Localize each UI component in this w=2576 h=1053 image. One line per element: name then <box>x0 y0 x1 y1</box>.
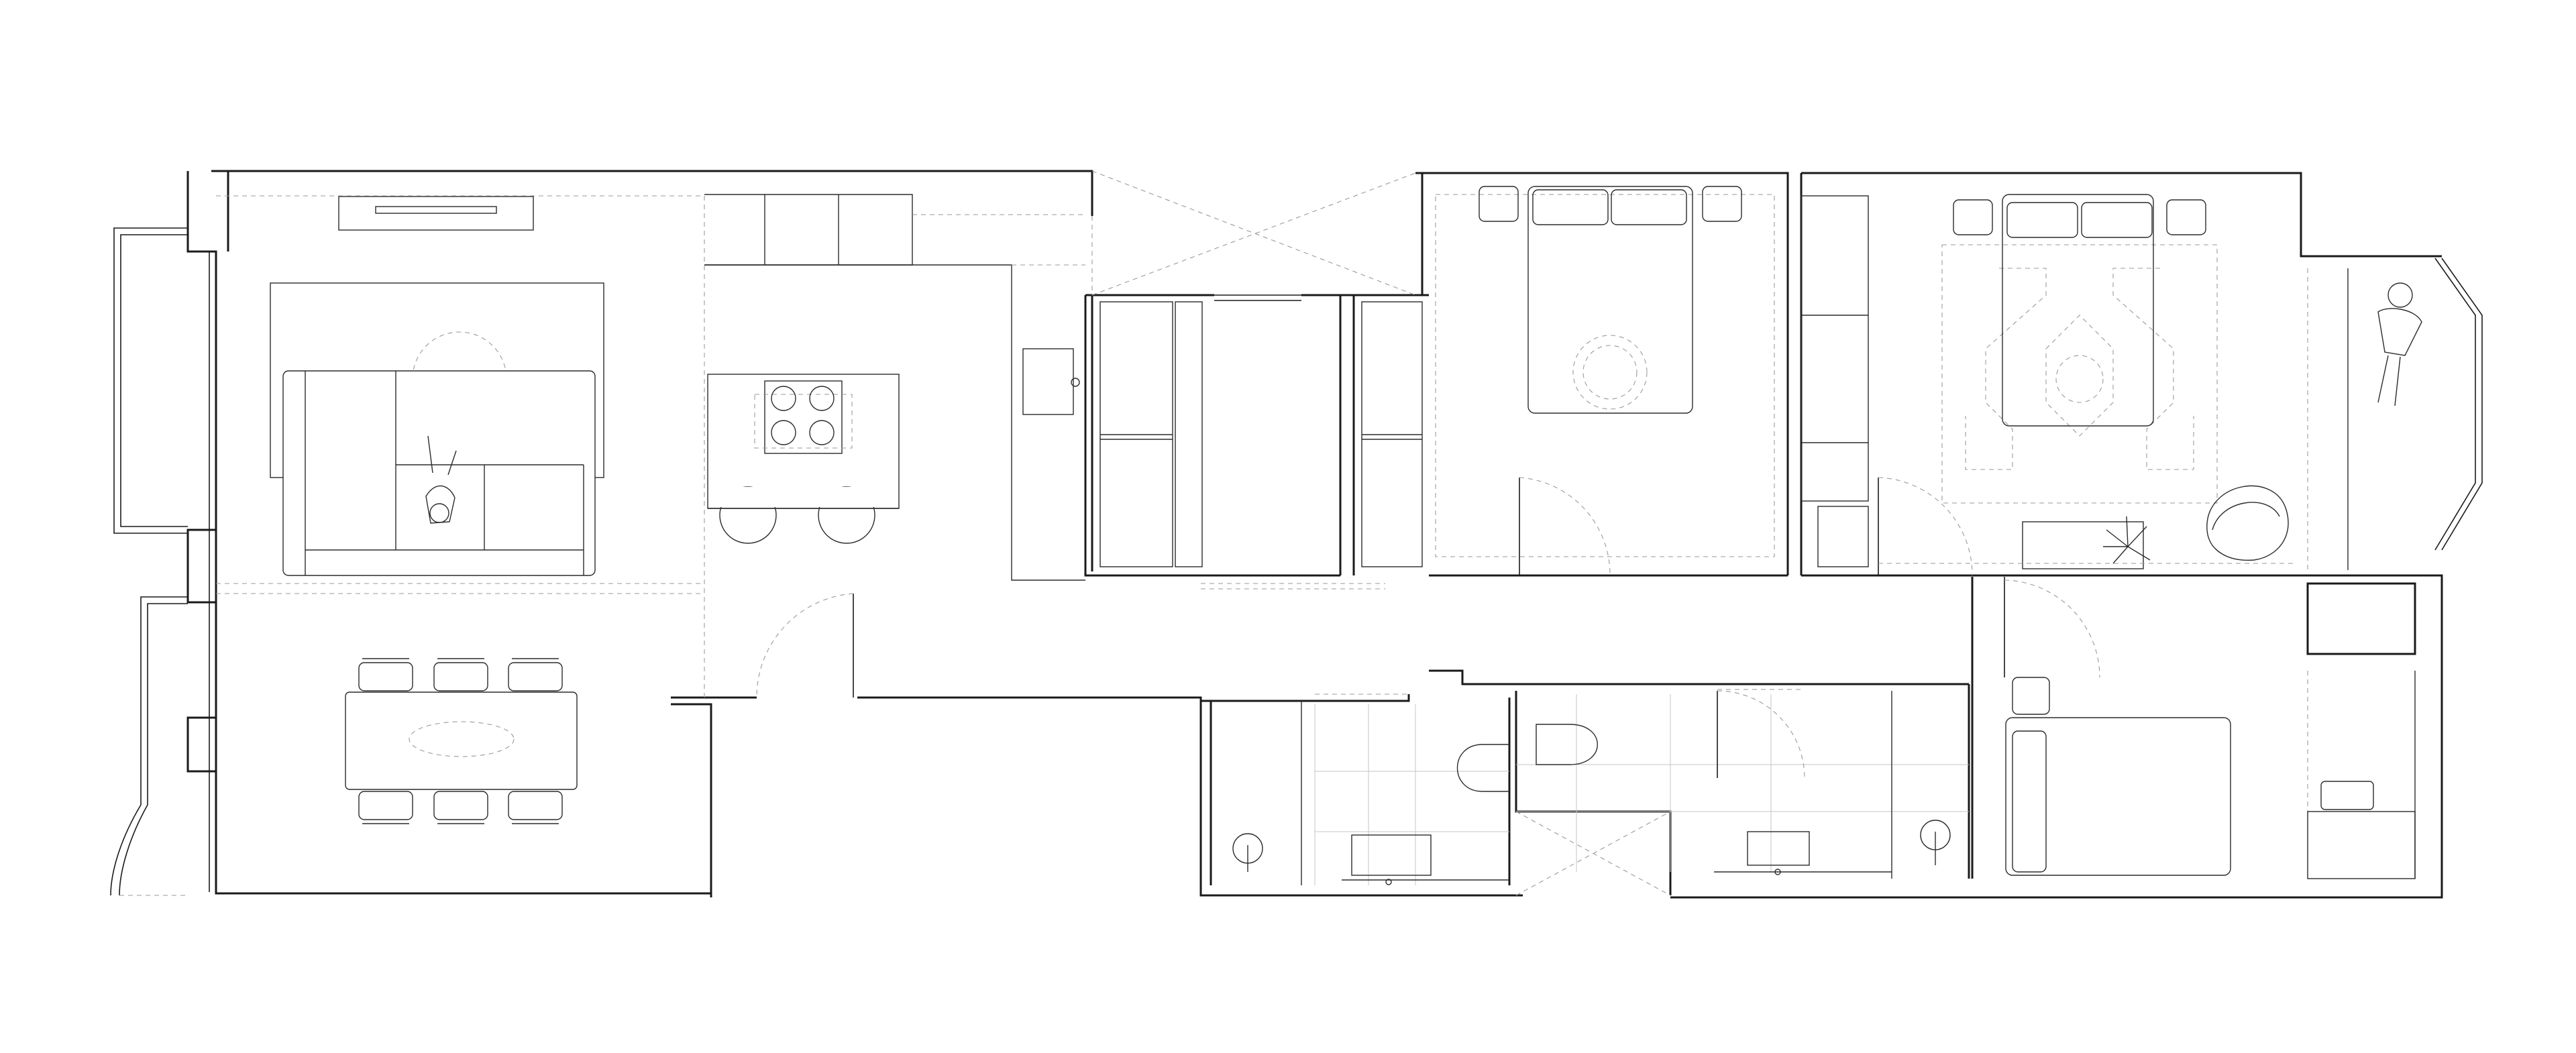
plant-icon <box>2103 516 2151 564</box>
closets <box>1099 294 1423 590</box>
bedroom-2 <box>1801 194 2294 576</box>
person-reading-icon <box>2377 282 2422 406</box>
balcony-left <box>110 227 210 896</box>
bay-window <box>2307 258 2483 570</box>
bathroom-1 <box>1232 694 1509 885</box>
shower-icon <box>1232 833 1263 872</box>
dining-area <box>345 658 578 824</box>
shower-icon <box>1920 820 1951 865</box>
openings <box>1091 170 1671 896</box>
living-room <box>216 195 705 698</box>
bathroom-2 <box>1516 689 1969 879</box>
bedroom-1 <box>1429 186 1775 576</box>
kitchen <box>704 194 1085 698</box>
person-sitting-icon <box>425 435 457 524</box>
bedroom-3 <box>2004 577 2416 879</box>
